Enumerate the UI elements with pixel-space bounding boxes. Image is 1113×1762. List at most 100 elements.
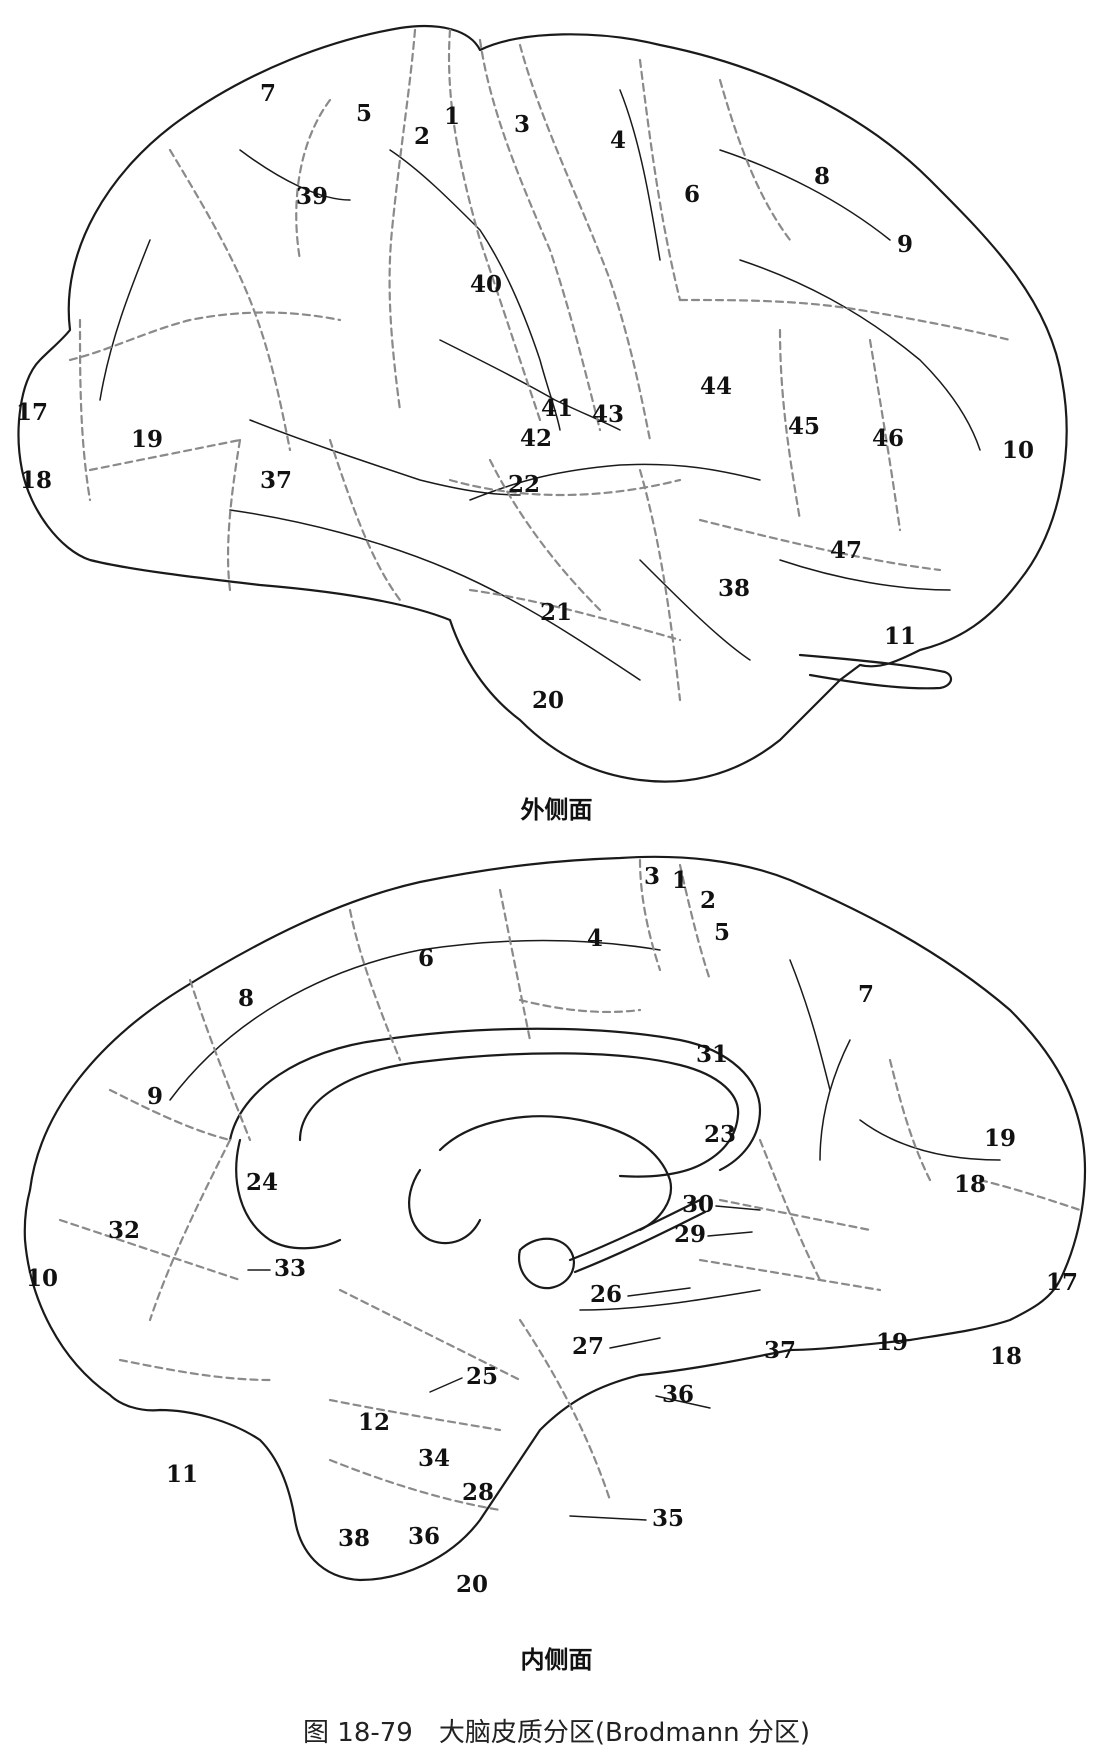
area-label: 19 <box>984 1125 1016 1152</box>
superior-frontal-sulcus <box>719 149 891 241</box>
lateral-sulcus <box>439 339 621 431</box>
area-label: 38 <box>338 1525 370 1552</box>
orbital-sulcus <box>779 559 951 591</box>
area-label: 40 <box>470 271 502 298</box>
area-label: 28 <box>462 1479 494 1506</box>
area-label: 4 <box>610 127 626 154</box>
area-label: 19 <box>131 426 163 453</box>
medial-border <box>348 908 402 1062</box>
area-label: 4 <box>587 925 603 952</box>
medial-border <box>888 1058 932 1182</box>
lateral-border <box>328 438 402 602</box>
medial-border <box>638 858 662 972</box>
lateral-border <box>638 58 682 302</box>
area-label: 11 <box>166 1461 198 1488</box>
area-label: 34 <box>418 1445 450 1472</box>
area-label: 31 <box>696 1041 728 1068</box>
corpus-callosum-outer <box>228 1027 762 1172</box>
area-label: 7 <box>858 981 874 1008</box>
inferior-frontal-sulcus <box>739 259 981 451</box>
area-label: 45 <box>788 413 820 440</box>
area-label: 30 <box>682 1191 714 1218</box>
area-label: 27 <box>572 1333 604 1360</box>
area-label: 3 <box>514 111 530 138</box>
area-label: 18 <box>954 1171 986 1198</box>
area-label: 2 <box>700 887 716 914</box>
lateral-border <box>168 148 292 452</box>
cerebral-peduncle <box>568 1198 702 1262</box>
corpus-callosum-inner <box>298 1052 740 1178</box>
area-label: 33 <box>274 1255 306 1282</box>
lateral-border <box>518 43 652 442</box>
lateral-border <box>448 478 682 497</box>
figure-caption: 图 18-79 大脑皮质分区(Brodmann 分区) <box>303 1718 810 1748</box>
area-label: 19 <box>876 1329 908 1356</box>
medial-border <box>718 1198 872 1232</box>
lateral-hemisphere-outline <box>17 24 1068 783</box>
area-label: 24 <box>246 1169 278 1196</box>
area-label: 46 <box>872 425 904 452</box>
area-label: 20 <box>456 1571 488 1598</box>
area-label: 32 <box>108 1217 140 1244</box>
lateral-border <box>447 28 542 422</box>
medial-border <box>328 1398 502 1432</box>
leader-line <box>569 1515 647 1521</box>
lateral-border <box>718 78 792 242</box>
lateral-border <box>638 468 682 702</box>
area-label: 18 <box>20 467 52 494</box>
parieto-occipital-sulcus-medial <box>819 1039 851 1161</box>
collateral-sulcus <box>579 1289 761 1311</box>
area-label: 18 <box>990 1343 1022 1370</box>
area-label: 5 <box>714 919 730 946</box>
area-label: 10 <box>26 1265 58 1292</box>
medial-border <box>328 1458 502 1512</box>
area-label: 20 <box>532 687 564 714</box>
area-label: 1 <box>444 103 460 130</box>
medial-border <box>148 1138 232 1322</box>
cingulate-sulcus <box>169 939 661 1101</box>
cerebral-peduncle-2 <box>573 1210 707 1274</box>
area-label: 6 <box>418 945 434 972</box>
area-label: 37 <box>764 1337 796 1364</box>
area-label: 29 <box>674 1221 706 1248</box>
medial-hemisphere-outline <box>23 855 1087 1582</box>
leader-line <box>715 1205 761 1211</box>
precuneus-sulcus <box>789 959 831 1091</box>
midbrain-blob <box>517 1237 576 1290</box>
area-label: 38 <box>718 575 750 602</box>
lateral-border <box>478 38 602 432</box>
medial-border <box>118 1358 272 1382</box>
medial-border <box>518 998 642 1014</box>
medial-view-diagram: 3 1 2 5 4 6 8 7 31 9 23 19 24 18 32 30 2… <box>23 855 1087 1598</box>
lateral-border <box>295 98 332 262</box>
lateral-border <box>226 438 242 592</box>
area-label: 17 <box>16 399 48 426</box>
area-label: 23 <box>704 1121 736 1148</box>
area-label: 2 <box>414 123 430 150</box>
medial-border <box>338 1288 522 1382</box>
area-label: 17 <box>1046 1269 1078 1296</box>
area-label: 43 <box>592 401 624 428</box>
area-label: 11 <box>884 623 916 650</box>
area-label: 7 <box>260 80 276 107</box>
leader-line <box>627 1287 691 1297</box>
lateral-border <box>468 588 682 642</box>
lateral-border <box>778 328 802 522</box>
area-label: 44 <box>700 373 732 400</box>
area-label: 8 <box>238 985 254 1012</box>
leader-line <box>655 1395 711 1409</box>
lateral-border <box>678 298 1012 342</box>
lateral-border <box>488 458 602 612</box>
area-label: 42 <box>520 425 552 452</box>
area-label: 10 <box>1002 437 1034 464</box>
temporal-gyrus-line <box>639 559 751 661</box>
area-label: 5 <box>356 100 372 127</box>
inferior-temporal-sulcus <box>229 509 641 681</box>
lateral-border <box>78 318 92 502</box>
area-label: 6 <box>684 181 700 208</box>
medial-border <box>678 863 712 982</box>
lateral-border <box>698 518 942 572</box>
lateral-view-caption: 外侧面 <box>520 796 593 824</box>
lateral-border <box>68 311 342 362</box>
